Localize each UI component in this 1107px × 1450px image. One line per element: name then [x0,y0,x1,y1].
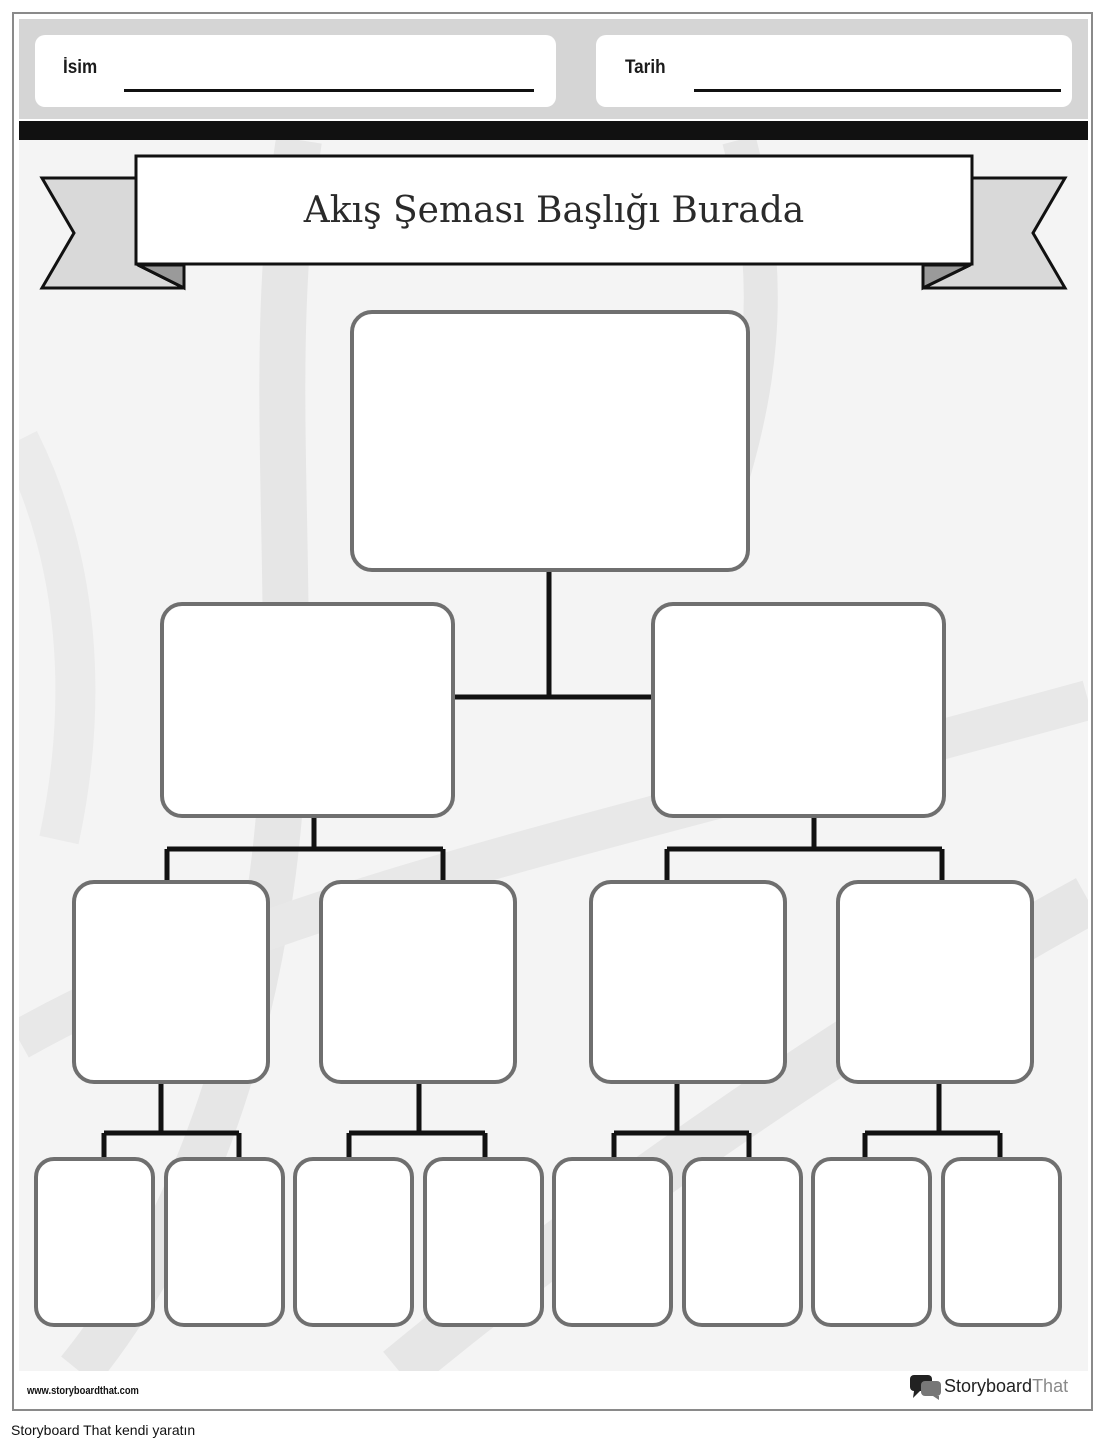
flowchart-box-level2-right[interactable] [651,602,946,818]
name-label: İsim [63,57,98,78]
flowchart-box-level4[interactable] [34,1157,155,1327]
flowchart-box-level4[interactable] [811,1157,932,1327]
flowchart-box-level3[interactable] [319,880,517,1084]
date-underline [694,89,1061,92]
flowchart-box-level4[interactable] [293,1157,414,1327]
flowchart-box-level1[interactable] [350,310,750,572]
date-label: Tarih [625,57,666,78]
flowchart-box-level3[interactable] [836,880,1034,1084]
title-ribbon [39,154,1068,291]
flowchart-box-level3[interactable] [589,880,787,1084]
footer-url[interactable]: www.storyboardthat.com [27,1385,139,1397]
flowchart-box-level4[interactable] [423,1157,544,1327]
flowchart-box-level2-left[interactable] [160,602,455,818]
name-field[interactable]: İsim [35,35,556,107]
ribbon-banner [134,154,974,266]
flowchart-box-level4[interactable] [682,1157,803,1327]
flowchart-box-level3[interactable] [72,880,270,1084]
flowchart-box-level4[interactable] [164,1157,285,1327]
storyboardthat-logo-icon [910,1375,941,1400]
date-field[interactable]: Tarih [596,35,1072,107]
header-divider-bar [19,121,1088,140]
create-your-own-caption[interactable]: Storyboard That kendi yaratın [11,1422,196,1438]
name-underline [124,89,534,92]
flowchart-box-level4[interactable] [552,1157,673,1327]
brand-word-storyboard: Storyboard [944,1376,1033,1396]
page-title[interactable]: Akış Şeması Başlığı Burada [303,189,805,231]
flowchart-box-level4[interactable] [941,1157,1062,1327]
brand-word-that: That [1032,1376,1069,1396]
storyboardthat-logo-text[interactable]: StoryboardThat [944,1376,1068,1397]
